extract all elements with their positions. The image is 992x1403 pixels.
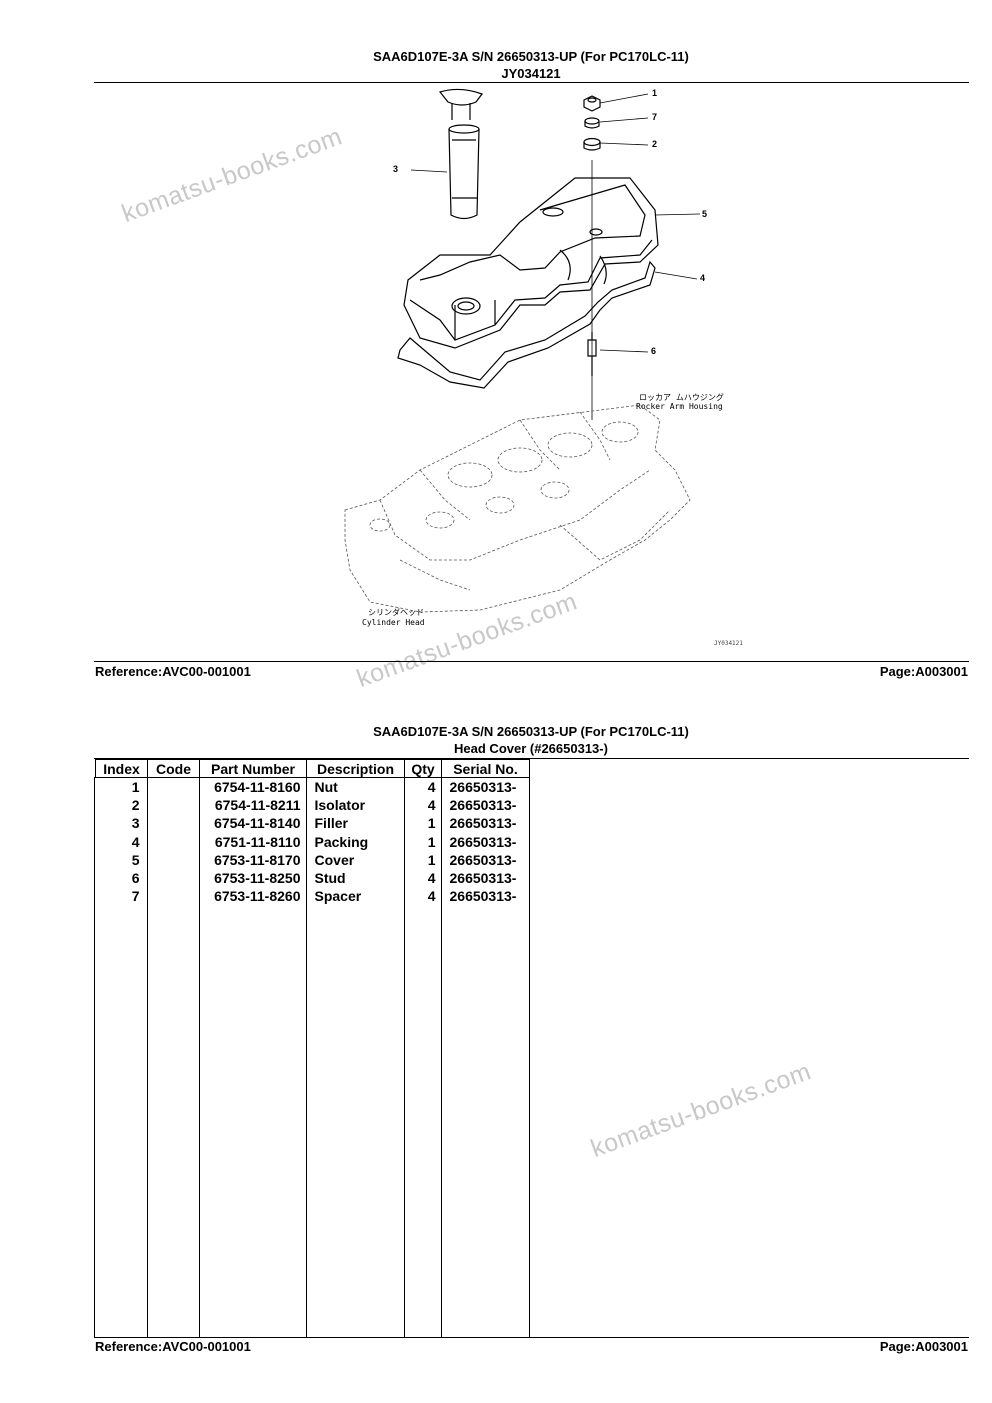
leader-lines bbox=[410, 93, 701, 353]
callout-4: 4 bbox=[700, 273, 706, 283]
cell-index: 1 bbox=[131, 778, 140, 795]
cell-index: 4 bbox=[131, 833, 140, 850]
table-subtitle: Head Cover (#26650313-) bbox=[454, 741, 608, 756]
cell-code bbox=[148, 833, 200, 851]
cell-description: Isolator bbox=[314, 796, 366, 813]
callout-3: 3 bbox=[393, 164, 399, 174]
cell-part-number: 6753-11-8170 bbox=[214, 851, 301, 868]
cell-index: 5 bbox=[131, 851, 140, 868]
cell-index: 3 bbox=[131, 815, 140, 832]
cell-description: Packing bbox=[314, 833, 369, 850]
cell-part-number: 6753-11-8260 bbox=[214, 888, 301, 905]
cell-part-number: 6754-11-8160 bbox=[214, 778, 301, 795]
cell-serial: 26650313- bbox=[449, 815, 517, 832]
diagram-bottom-rule bbox=[94, 661, 969, 662]
cell-index: 7 bbox=[131, 888, 140, 905]
cell-description: Nut bbox=[314, 778, 338, 795]
page-number-top: Page:A003001 bbox=[879, 664, 968, 679]
fastener-stack bbox=[583, 95, 601, 151]
header-qty: Qty bbox=[404, 759, 442, 778]
cell-qty: 1 bbox=[427, 815, 436, 832]
top-rule bbox=[94, 82, 969, 83]
header-part-number: Part Number bbox=[199, 759, 307, 778]
callout-1: 1 bbox=[652, 88, 658, 98]
cover-part bbox=[403, 177, 659, 349]
table-row: 2 6754-11-8211 Isolator 4 26650313- bbox=[96, 796, 530, 814]
cell-serial: 26650313- bbox=[449, 833, 517, 850]
packing-part bbox=[397, 260, 656, 389]
diagram-title: SAA6D107E-3A S/N 26650313-UP (For PC170L… bbox=[373, 49, 689, 64]
watermark-3: komatsu-books.com bbox=[587, 1057, 815, 1164]
cell-code bbox=[148, 796, 200, 814]
cell-code bbox=[148, 778, 200, 797]
cell-qty: 1 bbox=[427, 833, 436, 850]
header-index: Index bbox=[95, 759, 148, 778]
col-rule-0 bbox=[94, 777, 95, 1337]
cell-code bbox=[148, 888, 200, 906]
callout-5: 5 bbox=[702, 209, 708, 219]
cell-serial: 26650313- bbox=[449, 796, 517, 813]
exploded-diagram bbox=[344, 88, 701, 613]
cylinder-head-outline bbox=[344, 404, 691, 613]
cell-part-number: 6751-11-8110 bbox=[214, 833, 301, 850]
cell-serial: 26650313- bbox=[449, 870, 517, 887]
diagram-subtitle: JY034121 bbox=[501, 66, 561, 81]
table-row: 5 6753-11-8170 Cover 1 26650313- bbox=[96, 851, 530, 869]
rocker-arm-label-en: Rocker Arm Housing bbox=[636, 402, 723, 411]
table-top-rule bbox=[94, 758, 969, 759]
cell-part-number: 6754-11-8140 bbox=[214, 815, 301, 832]
table-title: SAA6D107E-3A S/N 26650313-UP (For PC170L… bbox=[373, 724, 689, 739]
callout-6: 6 bbox=[651, 346, 657, 356]
cell-index: 2 bbox=[131, 796, 140, 813]
header-description: Description bbox=[306, 759, 405, 778]
col-rule-3 bbox=[306, 777, 307, 1337]
callout-7: 7 bbox=[652, 112, 658, 122]
table-row: 6 6753-11-8250 Stud 4 26650313- bbox=[96, 869, 530, 887]
cylinder-head-label-en: Cylinder Head bbox=[362, 618, 425, 627]
stud-part bbox=[587, 160, 597, 420]
reference-bottom: Reference:AVC00-001001 bbox=[95, 1339, 251, 1354]
filler-part bbox=[438, 88, 483, 220]
cell-qty: 4 bbox=[427, 778, 436, 795]
cell-qty: 4 bbox=[427, 796, 436, 813]
cell-description: Filler bbox=[314, 815, 348, 832]
cylinder-head-label-jp: シリンダヘッド bbox=[368, 608, 424, 617]
rocker-arm-label-jp: ロッカア ムハウジング bbox=[639, 393, 724, 402]
cell-serial: 26650313- bbox=[449, 888, 517, 905]
cell-serial: 26650313- bbox=[449, 851, 517, 868]
col-rule-1 bbox=[147, 777, 148, 1337]
table-row: 1 6754-11-8160 Nut 4 26650313- bbox=[96, 778, 530, 797]
page-number-bottom: Page:A003001 bbox=[879, 1339, 968, 1354]
col-rule-2 bbox=[199, 777, 200, 1337]
table-row: 3 6754-11-8140 Filler 1 26650313- bbox=[96, 815, 530, 833]
cell-description: Spacer bbox=[314, 888, 362, 905]
reference-top: Reference:AVC00-001001 bbox=[95, 664, 251, 679]
header-code: Code bbox=[147, 759, 200, 778]
cell-code bbox=[148, 851, 200, 869]
cell-code bbox=[148, 815, 200, 833]
col-rule-4 bbox=[404, 777, 405, 1337]
drawing-id-label: JY034121 bbox=[714, 640, 743, 647]
callout-2: 2 bbox=[652, 139, 658, 149]
cell-part-number: 6754-11-8211 bbox=[214, 796, 301, 813]
cell-part-number: 6753-11-8250 bbox=[214, 870, 301, 887]
cell-qty: 4 bbox=[427, 870, 436, 887]
table-bottom-rule bbox=[94, 1337, 969, 1338]
header-serial: Serial No. bbox=[441, 759, 530, 778]
parts-table: Index Code Part Number Description Qty S… bbox=[95, 759, 530, 906]
cell-code bbox=[148, 869, 200, 887]
table-row: 4 6751-11-8110 Packing 1 26650313- bbox=[96, 833, 530, 851]
col-rule-6 bbox=[529, 777, 530, 1337]
cell-description: Stud bbox=[314, 870, 346, 887]
cell-description: Cover bbox=[314, 851, 355, 868]
cell-serial: 26650313- bbox=[449, 778, 517, 795]
table-header-row: Index Code Part Number Description Qty S… bbox=[95, 759, 530, 778]
table-row: 7 6753-11-8260 Spacer 4 26650313- bbox=[96, 888, 530, 906]
cell-qty: 1 bbox=[427, 851, 436, 868]
cell-index: 6 bbox=[131, 870, 140, 887]
col-rule-5 bbox=[441, 777, 442, 1337]
cell-qty: 4 bbox=[427, 888, 436, 905]
